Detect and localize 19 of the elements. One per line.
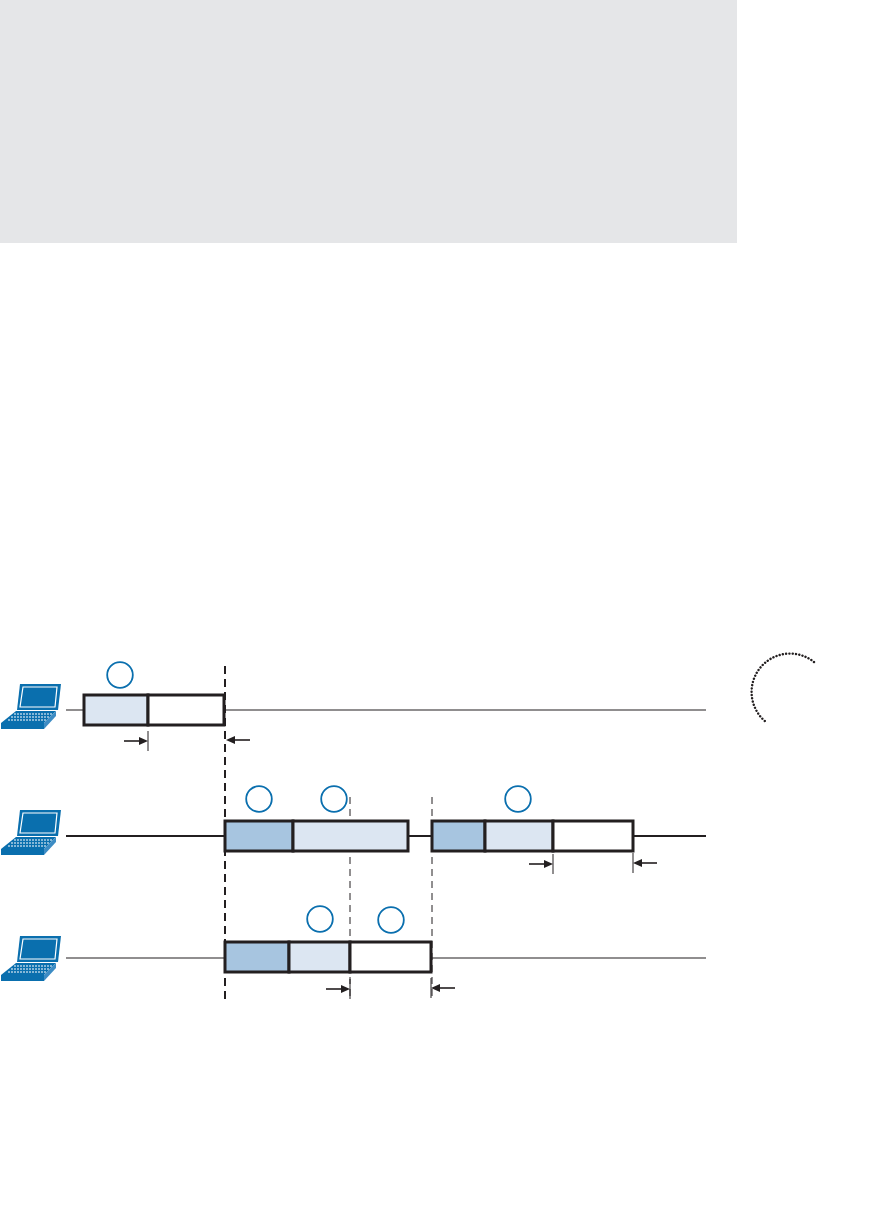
frame-segment <box>289 942 350 972</box>
frame-segment <box>553 821 633 851</box>
marker-circle <box>320 785 348 813</box>
marker-circle <box>106 661 134 689</box>
marker-circle <box>377 906 405 934</box>
frame-segment <box>225 821 293 851</box>
frame-segment <box>84 695 148 725</box>
frame-segment <box>485 821 553 851</box>
marker-circle <box>245 785 273 813</box>
laptop-icon <box>0 935 62 983</box>
frame-segment <box>293 821 408 851</box>
frame-segment <box>225 942 289 972</box>
marker-circle <box>306 905 334 933</box>
laptop-icon <box>0 683 62 731</box>
laptop-icon <box>0 809 62 857</box>
frame-segment <box>432 821 485 851</box>
frame-segment <box>148 695 224 725</box>
marker-circle <box>504 785 532 813</box>
frame-segment <box>350 942 431 972</box>
